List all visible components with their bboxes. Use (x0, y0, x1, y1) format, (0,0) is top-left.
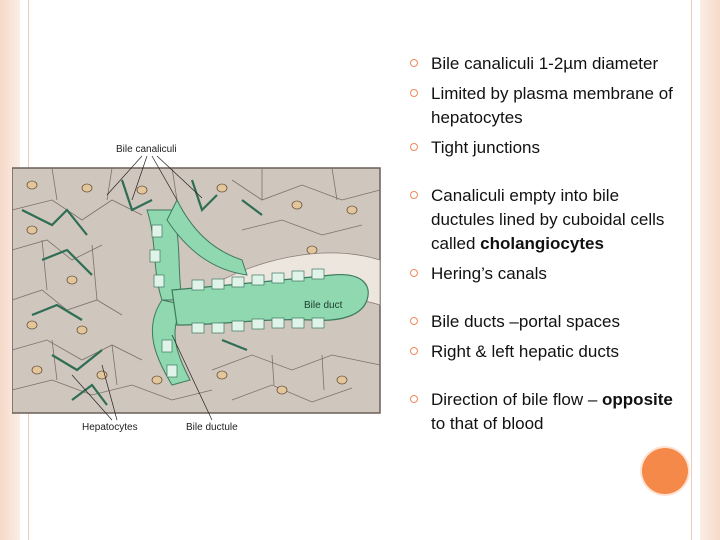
bullet-marker-icon (410, 191, 418, 199)
pointer-lines (71, 155, 213, 421)
bullet-marker-icon (410, 395, 418, 403)
bullet-bold-text: cholangiocytes (480, 234, 604, 253)
accent-circle-decoration (642, 448, 688, 494)
right-border-line (691, 0, 692, 540)
hepatocyte-cells (12, 167, 381, 403)
cell-nuclei (26, 180, 368, 395)
bullet-item: Tight junctions (408, 136, 678, 160)
bullet-marker-icon (410, 269, 418, 277)
bullet-item: Bile canaliculi 1-2µm diameter (408, 52, 678, 76)
label-bile-canaliculi: Bile canaliculi (116, 144, 177, 155)
label-hepatocytes: Hepatocytes (82, 422, 138, 433)
tissue-drawing: Bile duct (12, 155, 381, 421)
bullet-text: Canaliculi empty into bile ductules line… (431, 186, 665, 253)
bile-canaliculi-network (21, 179, 263, 406)
bullet-item: Right & left hepatic ducts (408, 340, 678, 364)
label-bile-ductule: Bile ductule (186, 422, 238, 433)
bullet-text: Bile canaliculi 1-2µm diameter (431, 54, 659, 73)
bullet-item: Bile ducts –portal spaces (408, 310, 678, 334)
bullet-item: Hering’s canals (408, 262, 678, 286)
bullet-item: Direction of bile flow – opposite to tha… (408, 388, 678, 436)
bullet-text: Right & left hepatic ducts (431, 342, 620, 361)
bullet-text-after: to that of blood (431, 414, 544, 433)
bullet-text: Hering’s canals (431, 264, 547, 283)
bullet-item: Limited by plasma membrane of hepatocyte… (408, 82, 678, 130)
right-border-decoration (700, 0, 720, 540)
bile-duct-illustration: Bile canaliculi Hepatocytes Bile ductule (12, 140, 382, 440)
bullet-marker-icon (410, 89, 418, 97)
bullet-bold-text: opposite (602, 390, 673, 409)
bullet-text: Limited by plasma membrane of hepatocyte… (431, 84, 673, 127)
bullet-marker-icon (410, 59, 418, 67)
bullet-list: Bile canaliculi 1-2µm diameter Limited b… (408, 52, 678, 436)
bullet-item: Canaliculi empty into bile ductules line… (408, 184, 678, 256)
cholangiocytes (149, 224, 325, 378)
bullet-text: Direction of bile flow – (431, 390, 603, 409)
bullet-marker-icon (410, 347, 418, 355)
bullet-marker-icon (410, 317, 418, 325)
label-bile-duct: Bile duct (304, 300, 343, 311)
bullet-text: Bile ducts –portal spaces (431, 312, 620, 331)
bullet-marker-icon (410, 143, 418, 151)
bullet-text: Tight junctions (431, 138, 540, 157)
